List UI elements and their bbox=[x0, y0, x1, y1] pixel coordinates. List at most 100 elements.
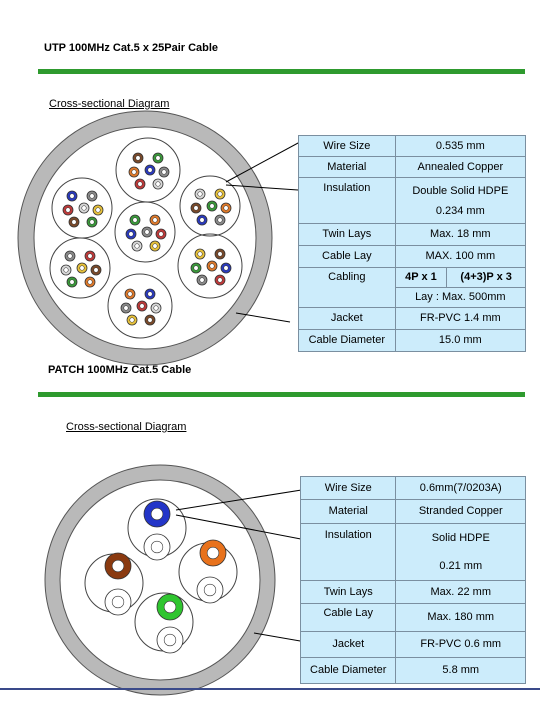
patch-jacket-label: Jacket bbox=[299, 631, 397, 658]
patch-cable-lay-value: Max. 180 mm bbox=[395, 603, 526, 632]
utp-material-label: Material bbox=[298, 156, 396, 178]
utp-wire-conductor bbox=[152, 243, 158, 249]
utp-wire-conductor bbox=[128, 231, 134, 237]
utp-title: UTP 100MHz Cat.5 x 25Pair Cable bbox=[44, 42, 219, 54]
patch-twin-lays-value: Max. 22 mm bbox=[395, 580, 526, 604]
patch-insulation-value-2: 0.21 mm bbox=[439, 560, 483, 572]
utp-leader-jacket bbox=[235, 312, 291, 323]
patch-wire-size-value: 0.6mm(7/0203A) bbox=[395, 476, 526, 500]
utp-wire-conductor bbox=[197, 191, 203, 197]
utp-subunit-bottom bbox=[107, 273, 173, 339]
patch-wire-conductor bbox=[150, 507, 164, 521]
patch-spec-table: Wire Size 0.6mm(7/0203A) Material Strand… bbox=[299, 476, 526, 684]
utp-wire-conductor bbox=[95, 207, 101, 213]
utp-divider bbox=[38, 69, 525, 74]
utp-wire-conductor bbox=[217, 277, 223, 283]
patch-wire-size-label: Wire Size bbox=[299, 476, 397, 500]
utp-wire-conductor bbox=[197, 251, 203, 257]
utp-wire-conductor bbox=[87, 253, 93, 259]
utp-wire-conductor bbox=[152, 217, 158, 223]
patch-material-label: Material bbox=[299, 499, 397, 524]
utp-twin-lays-value: Max. 18 mm bbox=[394, 223, 527, 246]
utp-cabling-value-b: (4+3)P x 3 bbox=[446, 267, 526, 288]
utp-wire-conductor bbox=[147, 317, 153, 323]
utp-wire-conductor bbox=[81, 205, 87, 211]
utp-cable-lay-value: MAX. 100 mm bbox=[394, 245, 527, 268]
utp-insulation-label: Insulation bbox=[298, 177, 396, 224]
utp-insulation-value-1: Double Solid HDPE bbox=[412, 184, 509, 197]
utp-wire-conductor bbox=[217, 191, 223, 197]
utp-wire-conductor bbox=[134, 243, 140, 249]
patch-wire-conductor bbox=[203, 583, 217, 597]
utp-diameter-label: Cable Diameter bbox=[298, 329, 396, 352]
utp-subunit-right-bottom bbox=[177, 233, 243, 299]
utp-wire-conductor bbox=[209, 263, 215, 269]
utp-wire-conductor bbox=[144, 229, 150, 235]
patch-insulation-value-1: Solid HDPE bbox=[431, 532, 490, 544]
patch-wire-conductor bbox=[163, 600, 177, 614]
patch-wire-conductor bbox=[163, 633, 177, 647]
utp-wire-conductor bbox=[147, 291, 153, 297]
utp-wire-conductor bbox=[139, 303, 145, 309]
utp-jacket-value: FR-PVC 1.4 mm bbox=[394, 307, 527, 330]
utp-wire-conductor bbox=[209, 203, 215, 209]
utp-wire-conductor bbox=[69, 279, 75, 285]
utp-wire-conductor bbox=[193, 265, 199, 271]
utp-material-value: Annealed Copper bbox=[394, 156, 527, 178]
utp-wire-conductor bbox=[193, 205, 199, 211]
utp-subunit-center bbox=[114, 201, 176, 263]
patch-wire-conductor bbox=[111, 559, 125, 573]
utp-cabling-label: Cabling bbox=[298, 267, 396, 308]
utp-wire-conductor bbox=[89, 219, 95, 225]
utp-wire-conductor bbox=[217, 251, 223, 257]
utp-wire-conductor bbox=[89, 193, 95, 199]
patch-insulation-label: Insulation bbox=[299, 523, 397, 581]
utp-wire-conductor bbox=[67, 253, 73, 259]
utp-wire-size-value: 0.535 mm bbox=[394, 135, 527, 157]
patch-diameter-value: 5.8 mm bbox=[395, 657, 526, 684]
patch-leader-wire bbox=[175, 487, 315, 511]
utp-wire-conductor bbox=[127, 291, 133, 297]
patch-wire-conductor bbox=[150, 540, 164, 554]
utp-wire-conductor bbox=[131, 169, 137, 175]
utp-wire-conductor bbox=[153, 305, 159, 311]
patch-core bbox=[59, 479, 261, 681]
utp-leader-insulation bbox=[225, 184, 299, 191]
patch-title: PATCH 100MHz Cat.5 Cable bbox=[48, 364, 192, 376]
patch-divider bbox=[38, 392, 525, 397]
utp-wire-conductor bbox=[87, 279, 93, 285]
utp-wire-conductor bbox=[199, 217, 205, 223]
utp-wire-conductor bbox=[161, 169, 167, 175]
utp-wire-conductor bbox=[69, 193, 75, 199]
patch-material-value: Stranded Copper bbox=[395, 499, 526, 524]
patch-diagram-caption: Cross-sectional Diagram bbox=[66, 421, 187, 433]
utp-insulation-value-2: 0.234 mm bbox=[435, 204, 485, 217]
patch-diameter-label: Cable Diameter bbox=[299, 657, 397, 684]
utp-wire-conductor bbox=[65, 207, 71, 213]
utp-wire-conductor bbox=[71, 219, 77, 225]
utp-wire-conductor bbox=[79, 265, 85, 271]
patch-twin-lays-label: Twin Lays bbox=[299, 580, 397, 604]
utp-wire-conductor bbox=[158, 231, 164, 237]
utp-twin-lays-label: Twin Lays bbox=[298, 223, 396, 246]
utp-wire-conductor bbox=[199, 277, 205, 283]
utp-wire-conductor bbox=[147, 167, 153, 173]
utp-spec-table: Wire Size 0.535 mm Material Annealed Cop… bbox=[298, 135, 527, 352]
utp-leader-wire bbox=[225, 135, 312, 183]
utp-cabling-value-a: 4P x 1 bbox=[394, 267, 448, 288]
utp-jacket-label: Jacket bbox=[298, 307, 396, 330]
utp-wire-conductor bbox=[137, 181, 143, 187]
utp-wire-conductor bbox=[155, 155, 161, 161]
utp-wire-conductor bbox=[63, 267, 69, 273]
utp-wire-conductor bbox=[129, 317, 135, 323]
patch-cable-lay-label: Cable Lay bbox=[299, 603, 397, 632]
utp-diagram-caption: Cross-sectional Diagram bbox=[49, 98, 170, 110]
page-bottom-rule bbox=[0, 688, 540, 690]
utp-wire-conductor bbox=[217, 217, 223, 223]
utp-cable-lay-label: Cable Lay bbox=[298, 245, 396, 268]
utp-wire-conductor bbox=[135, 155, 141, 161]
patch-jacket-value: FR-PVC 0.6 mm bbox=[395, 631, 526, 658]
patch-wire-conductor bbox=[206, 546, 220, 560]
patch-wire-conductor bbox=[111, 595, 125, 609]
